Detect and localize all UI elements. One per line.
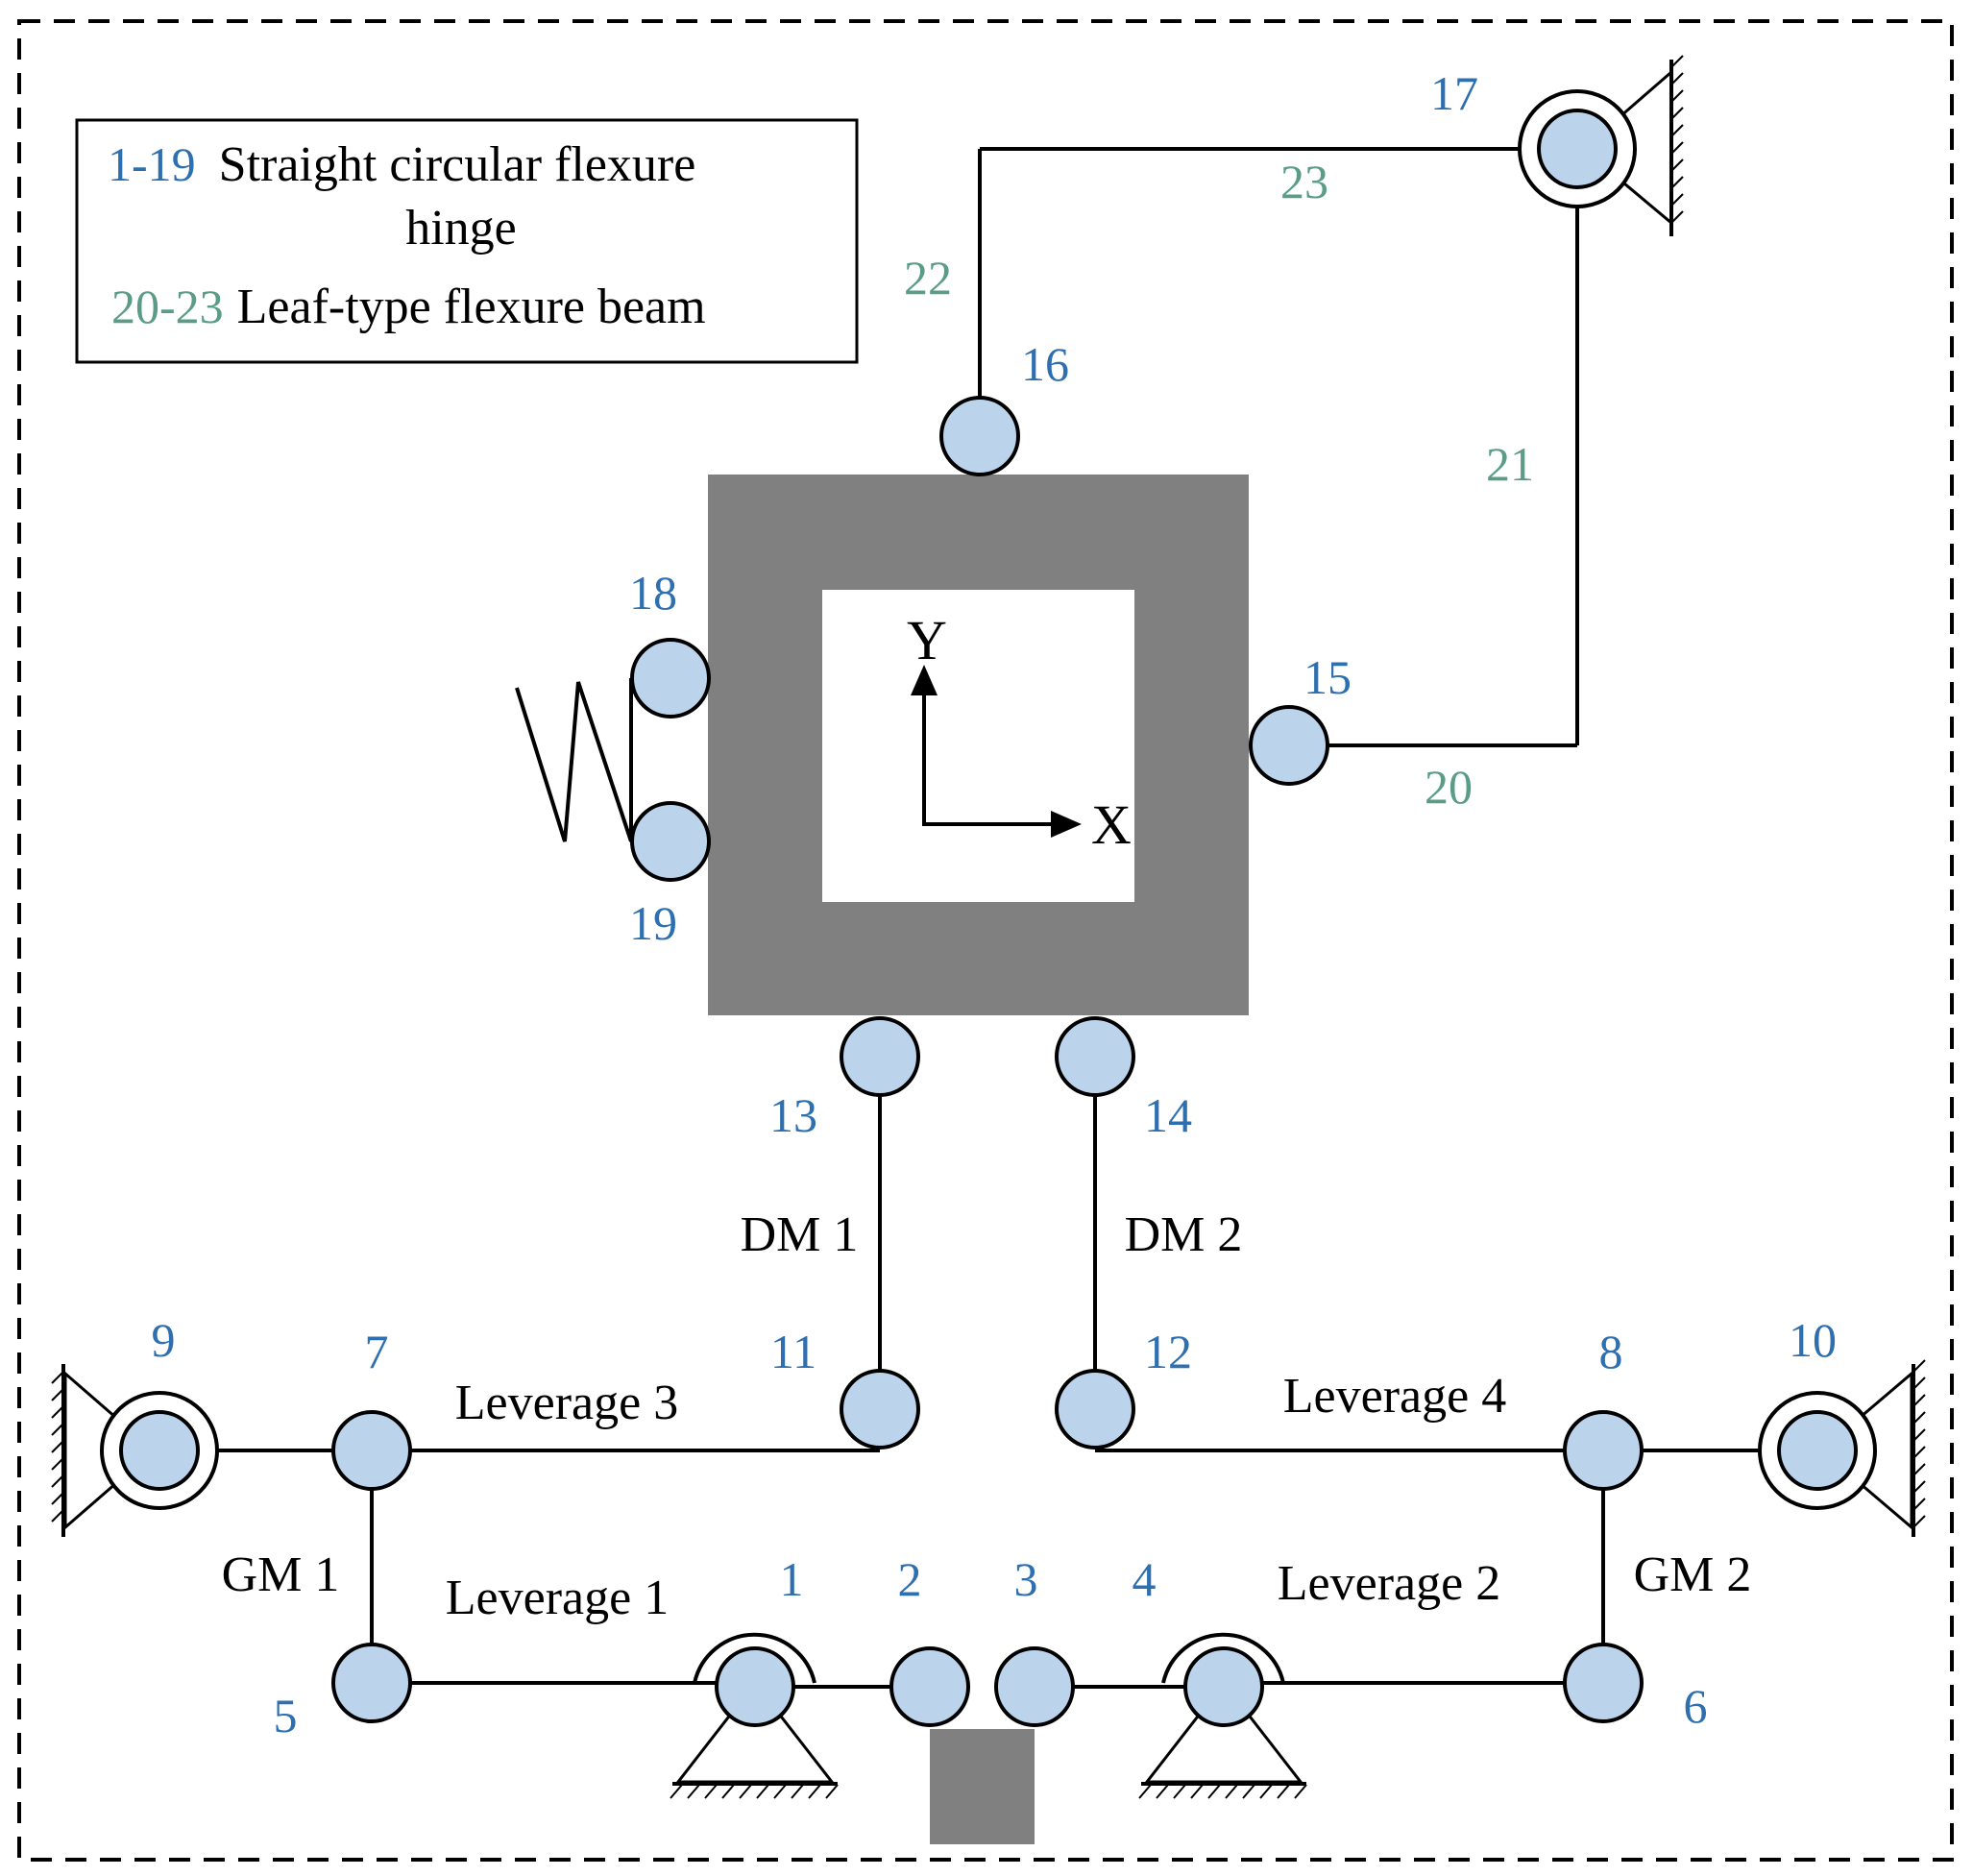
beam-label-23: 23 (1280, 155, 1328, 208)
legend-hinge-range: 1-19 (108, 137, 196, 191)
hinge-label-9: 9 (152, 1313, 176, 1367)
x-axis-label: X (1091, 793, 1132, 856)
hinge-15 (1249, 705, 1329, 786)
hinge-11 (840, 1369, 920, 1450)
hinge-label-3: 3 (1014, 1552, 1038, 1606)
dm2-label: DM 2 (1125, 1207, 1243, 1262)
spring (515, 678, 633, 842)
hinge-10 (1777, 1410, 1858, 1491)
hinge-9 (119, 1410, 200, 1491)
gm1-label: GM 1 (222, 1547, 340, 1602)
hinge-label-1: 1 (780, 1552, 804, 1606)
pin-support-4 (1138, 1632, 1307, 1799)
hinge-label-14: 14 (1144, 1088, 1192, 1142)
beam-label-20: 20 (1425, 760, 1473, 814)
legend-box (75, 118, 859, 364)
hinge-16 (939, 396, 1020, 476)
moving-stage (708, 475, 1249, 1015)
pin-ring-arc (1161, 1632, 1285, 1684)
hinge-label-4: 4 (1133, 1552, 1157, 1606)
hinge-18 (630, 638, 711, 719)
hinge-4 (1183, 1646, 1264, 1727)
hinge-19 (630, 801, 711, 882)
hinge-label-5: 5 (274, 1689, 298, 1742)
hinge-label-17: 17 (1430, 66, 1478, 120)
hinge-7 (331, 1410, 412, 1491)
hinge-8 (1563, 1410, 1644, 1491)
hinge-17 (1537, 109, 1618, 189)
hinge-label-8: 8 (1599, 1325, 1623, 1378)
leaf-beams (978, 147, 1579, 747)
legend-hinge-text-line2: hinge (405, 201, 517, 256)
hinge-12 (1055, 1369, 1135, 1450)
hinge-label-11: 11 (770, 1325, 816, 1378)
ground-hatch (1912, 1359, 1926, 1528)
leverage-3-label: Leverage 3 (455, 1376, 678, 1430)
ground-hatch (51, 1371, 64, 1523)
hinge-label-19: 19 (629, 896, 677, 950)
input-actuator-block (930, 1729, 1035, 1844)
beam-label-22: 22 (904, 251, 952, 305)
y-axis-label: Y (907, 609, 947, 671)
legend-hinge-line1: 1-19 Straight circular flexure (108, 137, 695, 192)
spring-zigzag (515, 681, 633, 842)
hinge-14 (1055, 1016, 1135, 1097)
hinge-label-13: 13 (769, 1088, 817, 1142)
hinge-label-16: 16 (1021, 337, 1069, 391)
legend-beam-range: 20-23 (111, 280, 224, 333)
beam-labels: 20 21 22 23 (904, 155, 1534, 814)
leverage-1-label: Leverage 1 (446, 1571, 669, 1625)
hinge-5 (331, 1643, 412, 1723)
hinge-3 (994, 1646, 1075, 1727)
pin-ring-arc (693, 1632, 816, 1684)
coordinate-axes: Y X (907, 609, 1132, 856)
pin-support-1 (670, 1632, 839, 1799)
flexure-hinges (119, 109, 1858, 1727)
dm1-label: DM 1 (741, 1207, 859, 1262)
legend-beam-text: Leaf-type flexure beam (237, 280, 706, 334)
hinge-1 (715, 1646, 795, 1727)
hinge-13 (840, 1016, 920, 1097)
hinge-2 (889, 1646, 970, 1727)
outer-frame (17, 19, 1954, 1862)
hinge-label-10: 10 (1789, 1313, 1837, 1367)
mechanism-labels: Leverage 3 Leverage 4 Leverage 1 Leverag… (222, 1207, 1752, 1625)
hinge-label-18: 18 (629, 566, 677, 620)
hinge-labels: 1 2 3 4 5 6 7 8 9 10 11 12 13 14 15 16 1… (152, 66, 1838, 1742)
legend: 1-19 Straight circular flexure hinge 20-2… (75, 118, 859, 364)
ground-hatch (1670, 55, 1684, 224)
pin-hatch (670, 1784, 839, 1799)
hinge-label-2: 2 (898, 1552, 922, 1606)
hinge-label-7: 7 (365, 1325, 389, 1378)
hinge-label-12: 12 (1144, 1325, 1192, 1378)
leverage-2-label: Leverage 2 (1278, 1556, 1500, 1611)
leverage-4-label: Leverage 4 (1283, 1369, 1506, 1424)
hinge-6 (1563, 1643, 1644, 1723)
legend-hinge-text: Straight circular flexure (219, 137, 696, 192)
hinge-label-15: 15 (1303, 650, 1352, 704)
stage-window (822, 590, 1134, 902)
beam-label-21: 21 (1486, 437, 1534, 491)
x-axis-arrow (1051, 811, 1082, 838)
y-axis-arrow (911, 665, 938, 695)
pin-hatch (1138, 1784, 1307, 1799)
gm2-label: GM 2 (1634, 1547, 1752, 1602)
hinge-label-6: 6 (1684, 1679, 1708, 1733)
